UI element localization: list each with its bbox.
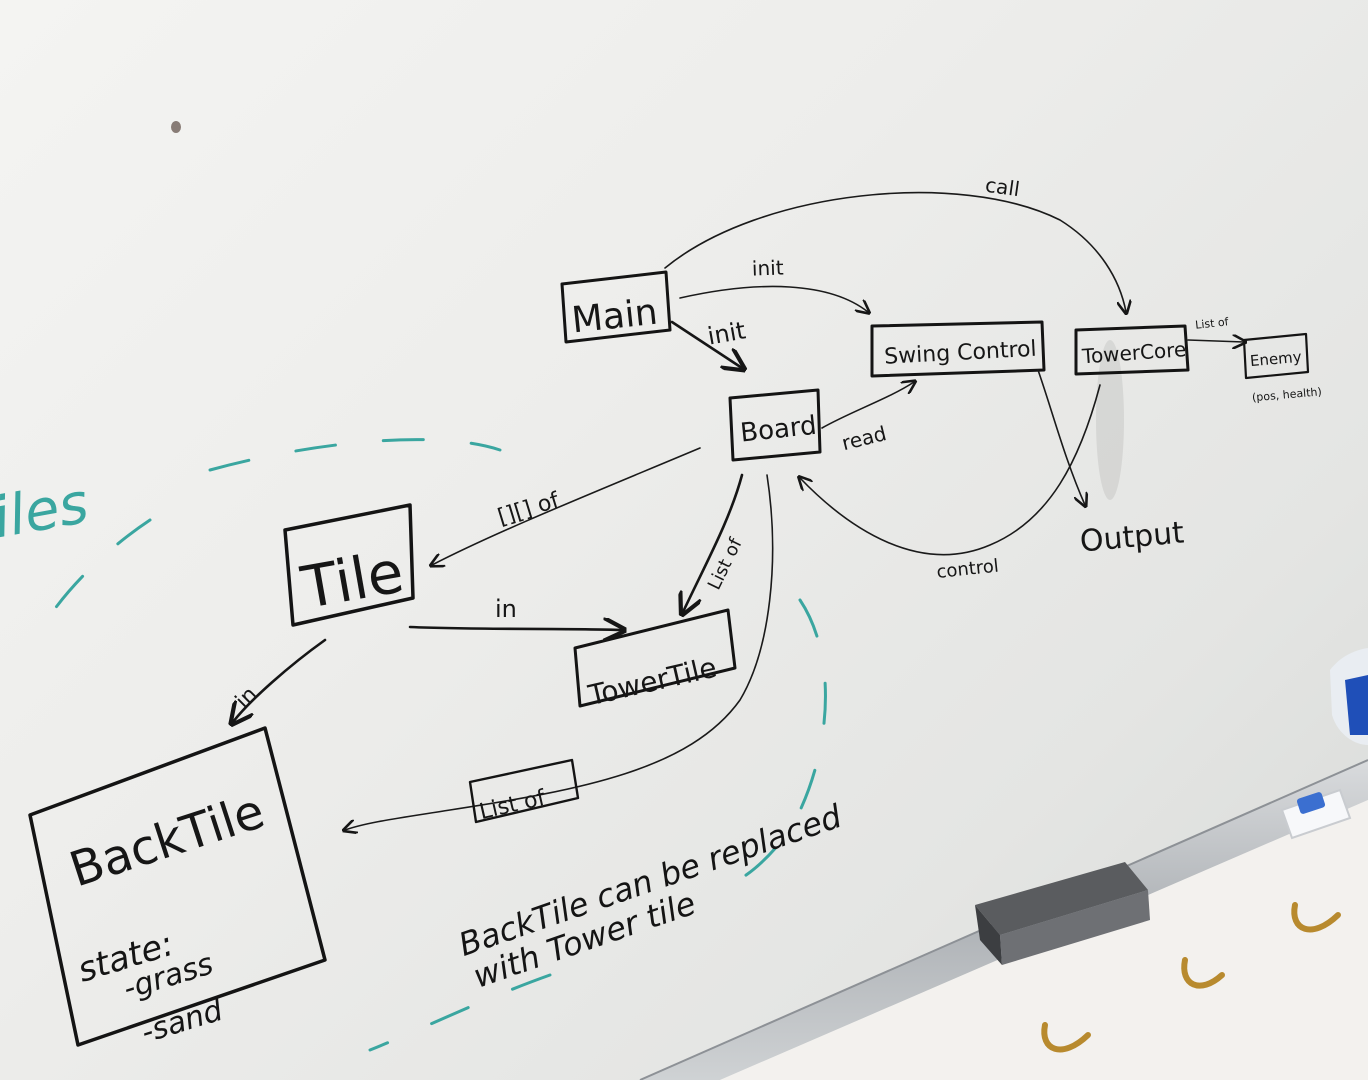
svg-text:Main: Main	[570, 292, 660, 342]
svg-text:BackTile can be replaced: BackTile can be replaced	[454, 797, 847, 964]
svg-text:TowerCore: TowerCore	[1080, 337, 1187, 368]
node-swing-control: Swing Control	[870, 320, 1046, 378]
svg-text:List of: List of	[477, 785, 549, 825]
edge-list-of-enemy: List of	[1187, 315, 1244, 342]
teal-dashed-region	[208, 438, 502, 472]
svg-text:[][] of: [][] of	[495, 488, 563, 531]
eraser[interactable]	[975, 862, 1150, 965]
svg-text:Enemy: Enemy	[1249, 348, 1302, 370]
svg-text:List of: List of	[704, 535, 747, 594]
svg-text:in: in	[495, 595, 517, 623]
edge-array-of: [][] of	[432, 447, 701, 565]
svg-text:init: init	[705, 316, 747, 350]
node-tower-tile: TowerTile	[573, 608, 737, 713]
svg-text:List of: List of	[1195, 315, 1231, 332]
hook-icon	[1291, 902, 1341, 933]
hook-icon	[1181, 957, 1225, 989]
teal-dashed-region	[33, 518, 152, 642]
node-enemy: Enemy (pos, health)	[1242, 332, 1323, 404]
teal-dashed-region	[718, 598, 827, 892]
svg-text:BackTile: BackTile	[63, 783, 271, 898]
svg-text:Board: Board	[739, 411, 818, 449]
smudge	[171, 121, 181, 133]
timer-device[interactable]	[1280, 788, 1352, 840]
edge-output	[1037, 369, 1085, 505]
svg-text:TowerTile: TowerTile	[584, 651, 719, 713]
node-back-tile: BackTile state: -grass -sand	[28, 726, 327, 1051]
teal-fragment-text: iles	[0, 471, 93, 551]
svg-text:call: call	[984, 173, 1021, 202]
svg-text:Tile: Tile	[296, 537, 409, 622]
node-main: Main	[560, 270, 672, 344]
svg-text:read: read	[839, 421, 889, 455]
node-board: Board	[728, 388, 822, 462]
edge-call: call	[664, 173, 1126, 312]
svg-text:-sand: -sand	[137, 993, 227, 1051]
edge-init-swing: init	[679, 256, 868, 312]
svg-text:init: init	[752, 256, 785, 281]
replacement-note: BackTile can be replaced with Tower tile	[454, 797, 847, 996]
edge-list-of-tower: List of	[683, 473, 747, 612]
svg-text:Swing Control: Swing Control	[884, 337, 1038, 370]
edge-init-board: init	[670, 316, 748, 368]
node-output: Output	[1078, 515, 1185, 559]
marker-cap[interactable]	[1330, 648, 1368, 745]
teal-dashed-region	[368, 973, 552, 1052]
node-tile: Tile	[283, 503, 415, 627]
svg-text:control: control	[936, 556, 1000, 583]
edge-in-back: in	[231, 638, 327, 722]
hook-icon	[1041, 1022, 1091, 1053]
svg-text:(pos, health): (pos, health)	[1252, 385, 1323, 404]
edge-control: control	[800, 384, 1101, 583]
svg-text:in: in	[231, 682, 263, 714]
edge-read: read	[821, 382, 914, 455]
smudge	[1096, 340, 1124, 500]
node-tower-core: TowerCore	[1074, 324, 1190, 376]
edge-in-tower: in	[408, 595, 622, 630]
